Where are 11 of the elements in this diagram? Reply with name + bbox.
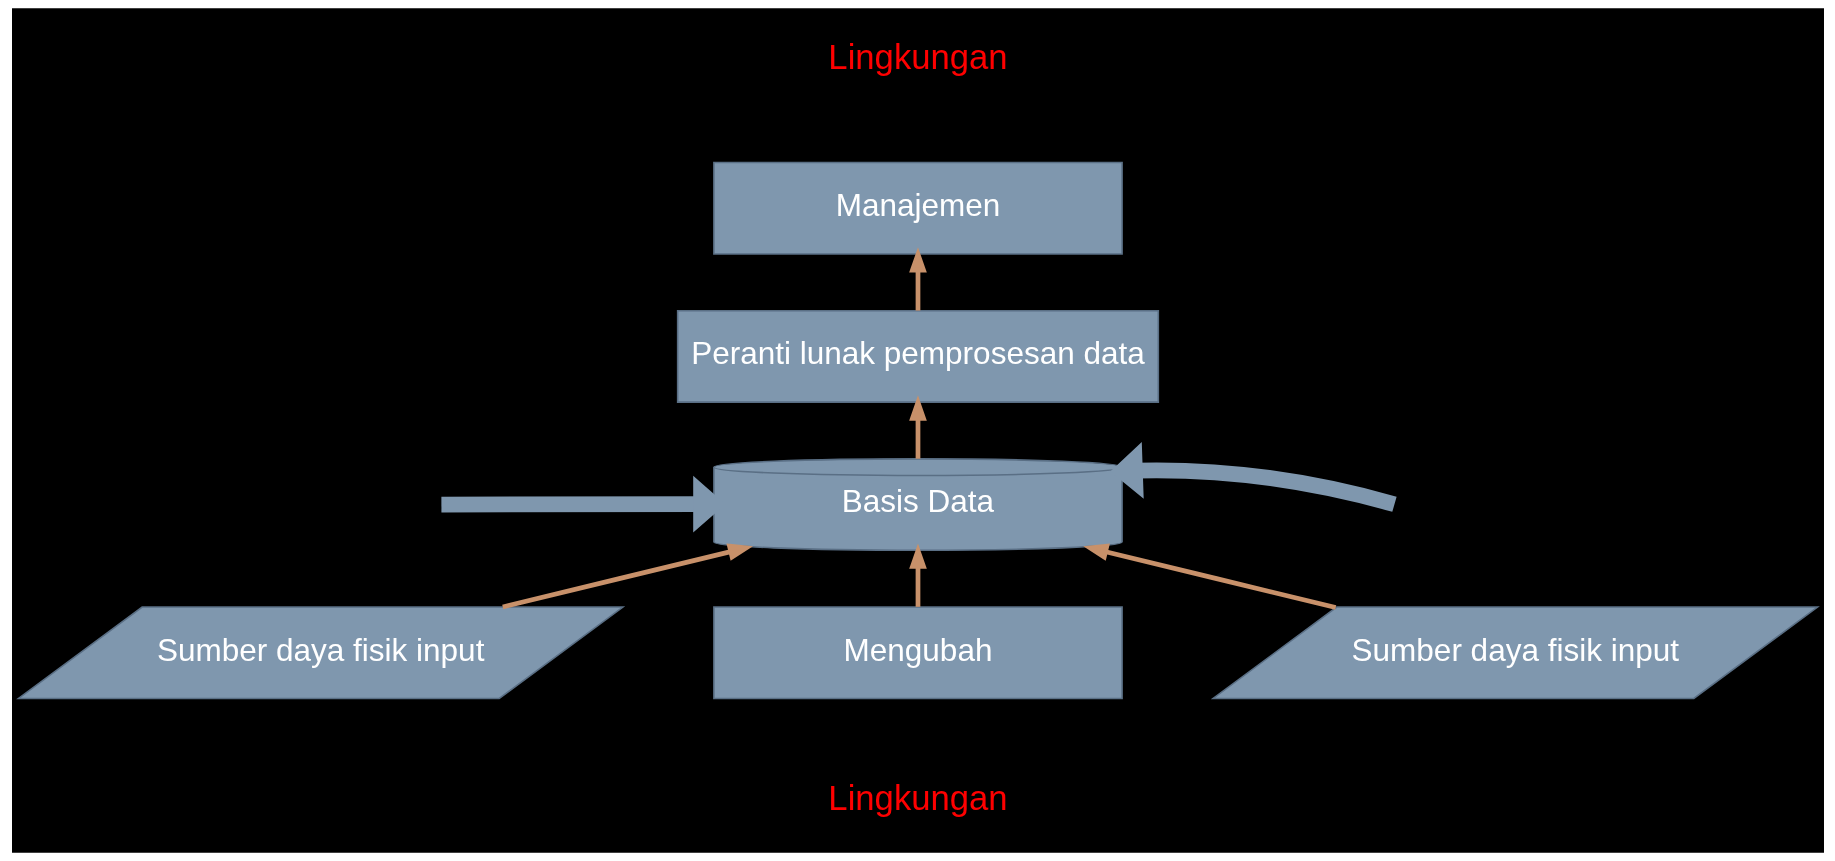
arrow <box>908 395 927 459</box>
node-box: Peranti lunak pemprosesan data <box>676 309 1159 403</box>
label: Lingkungan <box>827 778 1008 817</box>
node-box: Manajemen <box>712 161 1123 255</box>
arrow <box>908 247 927 311</box>
arrow <box>1109 441 1396 512</box>
node-box: Mengubah <box>712 606 1123 700</box>
arrow <box>501 543 753 610</box>
label: Lingkungan <box>827 37 1008 76</box>
arrow <box>1082 543 1336 610</box>
arrow <box>908 543 927 607</box>
